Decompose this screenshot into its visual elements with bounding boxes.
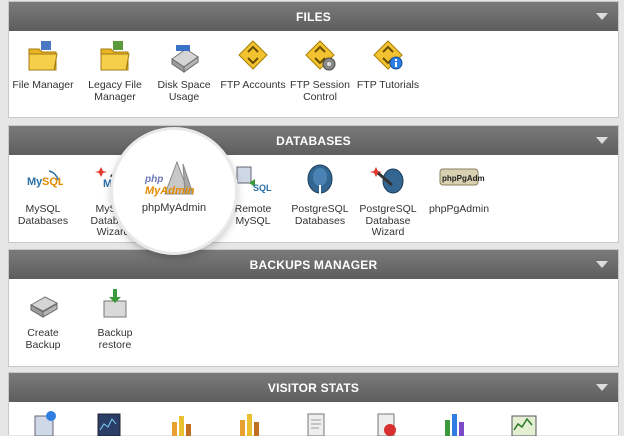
ftp-icon [238,40,268,70]
ftp-info-icon [373,40,403,70]
item-label: Remote MySQL [234,203,272,227]
phppgadmin-item[interactable]: phpPgAdmin phpPgAdmin [419,161,499,216]
visitor-stats-header[interactable]: VISITOR STATS [9,373,618,402]
item-label: phpMyAdmin [141,202,207,214]
ftp-gear-icon [305,40,336,71]
postgresql-database-wizard-item[interactable]: PostgreSQL Database Wizard [354,161,422,239]
remote-mysql-icon: SQL [236,166,272,193]
create-backup-item[interactable]: Create Backup [9,285,77,351]
phpmyadmin-item[interactable]: php MyAdmin phpMyAdmin [113,130,235,252]
webalizer-icon[interactable] [169,410,193,436]
folder-icon [100,41,130,71]
item-label: Backup restore [97,327,133,351]
collapse-arrow-icon[interactable] [596,384,608,391]
databases-title: DATABASES [276,133,351,148]
mysql-icon: My SQL [27,170,65,188]
backup-restore-item[interactable]: Backup restore [81,285,149,351]
backup-icon [29,296,59,318]
mysql-databases-item[interactable]: My SQL MySQL Databases [9,161,77,227]
metrics-icon[interactable] [511,410,537,436]
phppgadmin-icon: phpPgAdmin [439,168,492,186]
webalizer-ftp-icon[interactable] [237,410,261,436]
svg-text:My: My [27,176,43,188]
postgresql-wizard-icon [370,167,404,194]
folder-icon [28,41,58,71]
backups-panel: BACKUPS MANAGER Create Backup Backup res… [8,249,619,367]
item-label: FTP Session Control [290,79,350,103]
bandwidth-icon[interactable] [97,410,121,436]
item-label: MySQL Database Wizard [90,203,136,238]
item-label: Disk Space Usage [157,79,211,103]
item-label: Create Backup [25,327,61,351]
backups-header[interactable]: BACKUPS MANAGER [9,250,618,279]
error-log-icon[interactable] [375,410,399,436]
restore-icon [103,289,127,318]
phpmyadmin-icon: php MyAdmin [144,160,195,197]
databases-panel: DATABASES My SQL MySQL Databases My MySQ… [8,125,619,243]
legacy-file-manager-item[interactable]: Legacy File Manager [81,37,149,103]
collapse-arrow-icon[interactable] [596,261,608,268]
remote-mysql-item[interactable]: SQL Remote MySQL [219,161,287,227]
disk-space-usage-item[interactable]: Disk Space Usage [150,37,218,103]
svg-text:SQL: SQL [253,183,272,193]
visitor-stats-title: VISITOR STATS [267,380,360,395]
databases-header[interactable]: DATABASES [9,126,618,155]
item-label: File Manager [12,79,74,91]
files-panel: FILES File Manager Legacy File Manager [8,1,619,118]
backups-title: BACKUPS MANAGER [249,257,378,272]
collapse-arrow-icon[interactable] [596,13,608,20]
visitor-stats-panel: VISITOR STATS [8,372,619,436]
item-label: Legacy File Manager [88,79,142,103]
svg-text:MyAdmin: MyAdmin [145,185,195,197]
svg-text:php: php [144,174,163,185]
awstats-icon[interactable] [443,410,467,436]
collapse-arrow-icon[interactable] [596,137,608,144]
item-label: phpPgAdmin [428,203,490,215]
ftp-accounts-item[interactable]: FTP Accounts [219,37,287,92]
ftp-tutorials-item[interactable]: FTP Tutorials [354,37,422,92]
file-manager-item[interactable]: File Manager [9,37,77,92]
item-label: PostgreSQL Database Wizard [359,203,417,238]
postgresql-databases-item[interactable]: PostgreSQL Databases [286,161,354,227]
item-label: FTP Accounts [220,79,286,91]
item-label: FTP Tutorials [356,79,420,91]
raw-access-icon[interactable] [305,410,329,436]
item-label: MySQL Databases [17,203,69,227]
ftp-session-control-item[interactable]: FTP Session Control [286,37,354,103]
svg-text:phpPgAdmin: phpPgAdmin [442,174,485,183]
files-title: FILES [295,9,331,24]
postgresql-icon [307,164,333,195]
item-label: PostgreSQL Databases [291,203,349,227]
disk-icon [171,45,199,73]
files-header[interactable]: FILES [9,2,618,31]
latest-visitors-icon[interactable] [33,410,57,436]
svg-text:SQL: SQL [42,176,63,188]
